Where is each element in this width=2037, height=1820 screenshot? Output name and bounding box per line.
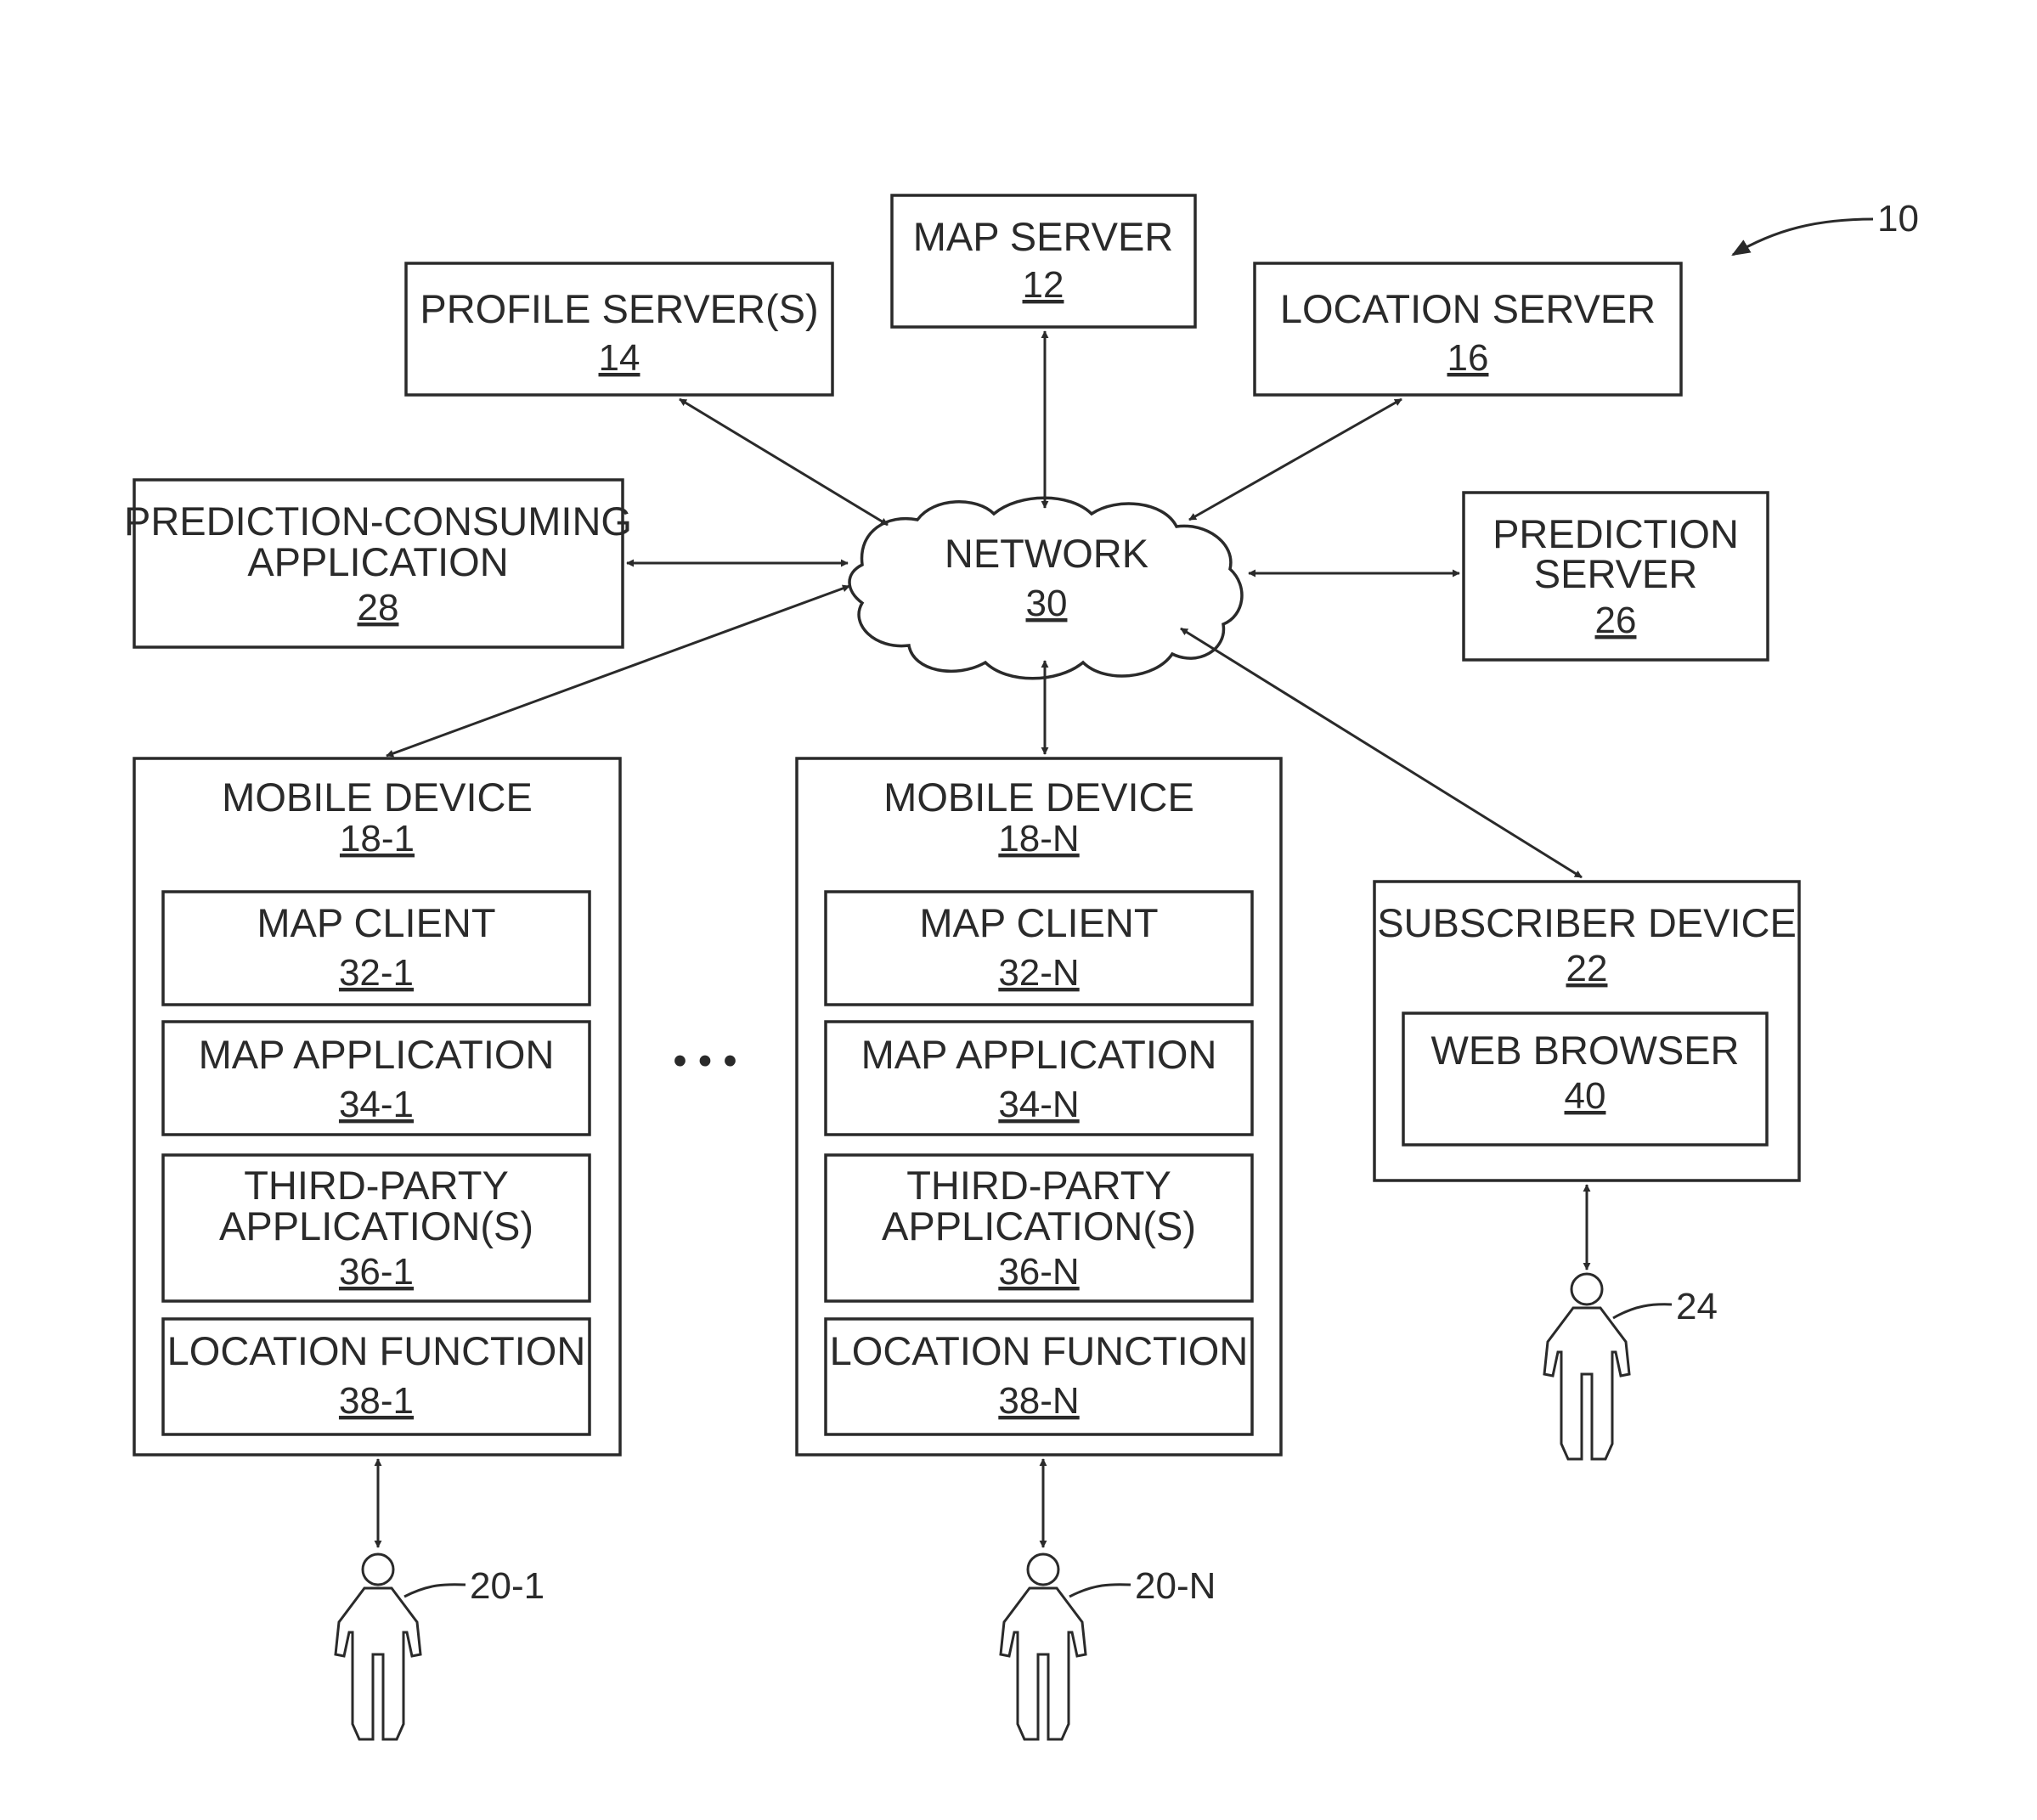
- subscriber-device-node: SUBSCRIBER DEVICE 22 WEB BROWSER 40: [1374, 882, 1799, 1180]
- subscriber-device-label: SUBSCRIBER DEVICE: [1377, 900, 1797, 945]
- user-20-1-leader: [404, 1585, 466, 1597]
- profile-server-label: PROFILE SERVER(S): [420, 286, 818, 331]
- connector-profile-server-network: [680, 399, 888, 525]
- location-server-label: LOCATION SERVER: [1280, 286, 1656, 331]
- profile-server-ref: 14: [599, 337, 640, 379]
- map-client-n-ref: 32-N: [998, 952, 1079, 994]
- prediction-consuming-app-node: PREDICTION-CONSUMING APPLICATION 28: [124, 480, 632, 647]
- user-20-1-ref: 20-1: [470, 1565, 545, 1607]
- user-20-1-figure: [336, 1554, 420, 1739]
- map-server-label: MAP SERVER: [913, 214, 1174, 259]
- prediction-server-ref: 26: [1595, 600, 1637, 641]
- third-party-n-ref: 36-N: [998, 1251, 1079, 1293]
- third-party-n-line2: APPLICATION(S): [882, 1203, 1196, 1248]
- network-ref: 30: [1026, 583, 1068, 624]
- mobile-device-n-node: MOBILE DEVICE 18-N MAP CLIENT 32-N MAP A…: [797, 758, 1281, 1455]
- prediction-consuming-ref: 28: [358, 587, 399, 628]
- system-ref-arrow: [1733, 219, 1873, 255]
- map-server-ref: 12: [1023, 264, 1064, 306]
- network-label: NETWORK: [945, 531, 1148, 576]
- prediction-consuming-line2: APPLICATION: [247, 539, 508, 584]
- mobile-device-1-ref: 18-1: [340, 818, 415, 859]
- map-client-1-ref: 32-1: [339, 952, 414, 994]
- mobile-device-1-label: MOBILE DEVICE: [222, 775, 533, 820]
- map-application-1-ref: 34-1: [339, 1084, 414, 1125]
- mobile-device-n-ref: 18-N: [998, 818, 1079, 859]
- ellipsis-label: • • •: [673, 1038, 736, 1083]
- third-party-1-line1: THIRD-PARTY: [244, 1163, 509, 1208]
- third-party-n-line1: THIRD-PARTY: [906, 1163, 1171, 1208]
- subscriber-user-24-ref: 24: [1676, 1286, 1718, 1327]
- subscriber-device-ref: 22: [1566, 948, 1608, 989]
- network-node: NETWORK 30: [849, 498, 1242, 679]
- map-server-node: MAP SERVER 12: [892, 195, 1195, 327]
- subscriber-user-24-leader: [1613, 1304, 1672, 1318]
- map-application-n-ref: 34-N: [998, 1084, 1079, 1125]
- prediction-server-line1: PREDICTION: [1492, 511, 1739, 556]
- system-ref-label: 10: [1877, 198, 1919, 239]
- map-application-n-label: MAP APPLICATION: [861, 1032, 1217, 1077]
- location-server-node: LOCATION SERVER 16: [1255, 263, 1681, 395]
- prediction-server-node: PREDICTION SERVER 26: [1464, 493, 1768, 660]
- map-client-1-label: MAP CLIENT: [257, 900, 495, 945]
- prediction-server-line2: SERVER: [1534, 551, 1697, 596]
- connector-location-server-network: [1189, 399, 1402, 520]
- user-20-n-figure: [1001, 1554, 1086, 1739]
- web-browser-ref: 40: [1565, 1075, 1606, 1117]
- mobile-device-n-label: MOBILE DEVICE: [883, 775, 1194, 820]
- location-function-n-label: LOCATION FUNCTION: [830, 1328, 1249, 1373]
- third-party-1-line2: APPLICATION(S): [219, 1203, 533, 1248]
- location-server-ref: 16: [1447, 337, 1489, 379]
- location-function-n-ref: 38-N: [998, 1380, 1079, 1422]
- prediction-consuming-line1: PREDICTION-CONSUMING: [124, 499, 632, 544]
- map-client-n-label: MAP CLIENT: [919, 900, 1158, 945]
- location-function-1-ref: 38-1: [339, 1380, 414, 1422]
- user-20-n-ref: 20-N: [1135, 1565, 1216, 1607]
- location-function-1-label: LOCATION FUNCTION: [167, 1328, 586, 1373]
- mobile-device-1-node: MOBILE DEVICE 18-1 MAP CLIENT 32-1 MAP A…: [134, 758, 620, 1455]
- profile-server-node: PROFILE SERVER(S) 14: [406, 263, 832, 395]
- web-browser-label: WEB BROWSER: [1431, 1028, 1740, 1073]
- subscriber-user-24-figure: [1544, 1274, 1629, 1459]
- map-application-1-label: MAP APPLICATION: [199, 1032, 555, 1077]
- third-party-1-ref: 36-1: [339, 1251, 414, 1293]
- user-20-n-leader: [1069, 1585, 1131, 1597]
